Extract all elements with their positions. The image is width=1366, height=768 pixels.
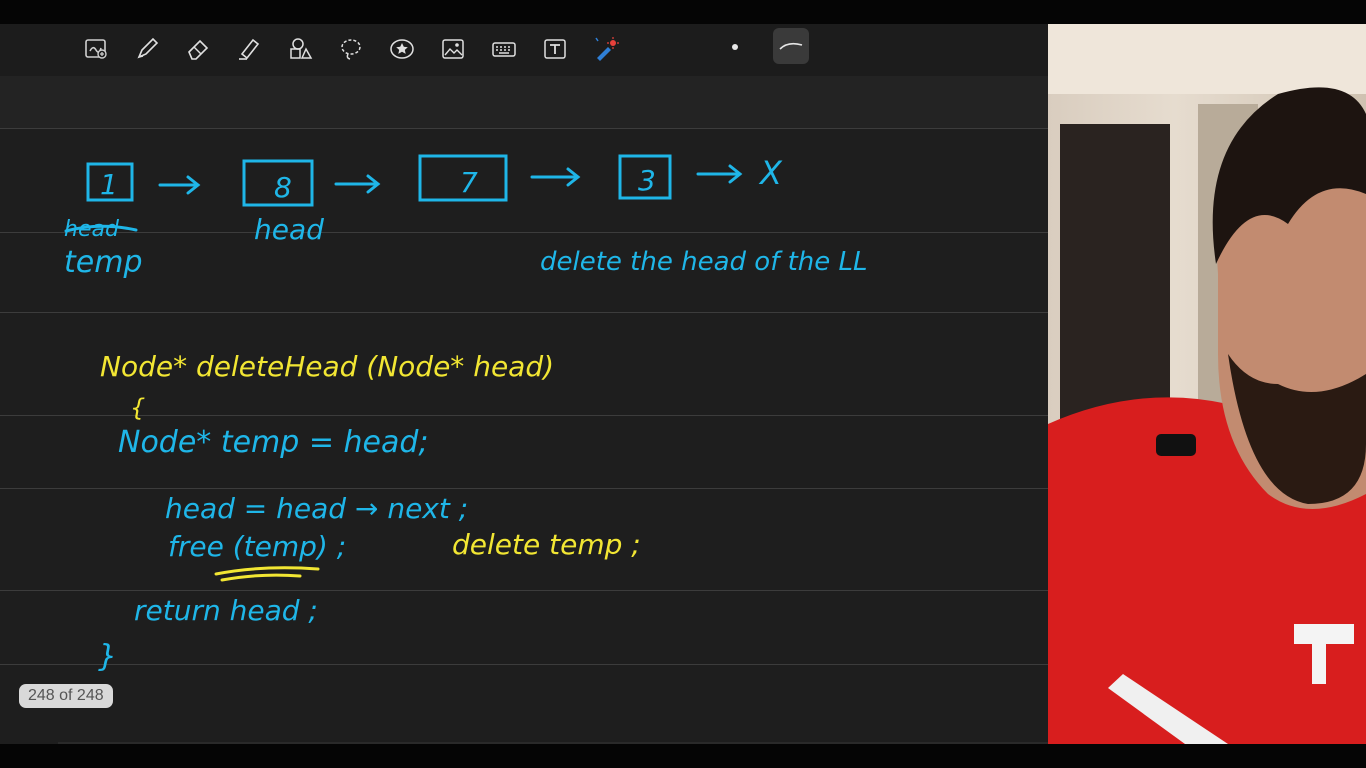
- strike-through-mark: [64, 224, 138, 233]
- handwriting-layer: 1 8 7 3 X head head temp delete the head…: [64, 154, 868, 674]
- code-return-line: return head ;: [134, 594, 318, 627]
- code-temp-line: Node* temp = head;: [118, 425, 429, 460]
- arrow-icon: [334, 174, 381, 194]
- code-delete-line: delete temp ;: [452, 528, 641, 561]
- list-node-box: [86, 162, 134, 202]
- keyboard-icon[interactable]: [488, 34, 520, 64]
- lasso-icon[interactable]: [335, 34, 367, 64]
- hair: [1212, 87, 1366, 264]
- eraser-icon[interactable]: [182, 34, 214, 64]
- node-value: 8: [274, 171, 292, 204]
- list-node-box: [618, 154, 672, 200]
- laser-pointer-icon[interactable]: [590, 34, 622, 64]
- webcam-feed: [1048, 24, 1366, 744]
- arrow-icon: [530, 167, 581, 187]
- head-label: head: [254, 213, 324, 246]
- ruled-page: [0, 128, 1048, 744]
- lapel-microphone: [1156, 434, 1196, 456]
- beard: [1228, 354, 1366, 504]
- struck-head-label: head: [64, 217, 120, 242]
- arrow-icon: [696, 164, 743, 184]
- list-node-box: [242, 159, 314, 207]
- star-sticker-icon[interactable]: [386, 34, 418, 64]
- node-value: 3: [638, 164, 656, 197]
- highlight-underline: [214, 566, 320, 582]
- page-header-band: [0, 76, 1048, 128]
- list-node-box: [418, 154, 508, 202]
- stroke-style-icon[interactable]: [773, 28, 809, 64]
- notebook-canvas[interactable]: 1 8 7 3 X head head temp delete the head…: [0, 24, 1048, 744]
- pen-icon[interactable]: [131, 34, 163, 64]
- code-free-line: free (temp) ;: [168, 530, 346, 563]
- doorway: [1060, 124, 1170, 424]
- node-value: 1: [100, 168, 118, 201]
- image-icon[interactable]: [437, 34, 469, 64]
- code-open-brace: {: [130, 394, 145, 422]
- letterbox-top: [0, 0, 1366, 24]
- caption-note: delete the head of the LL: [540, 247, 868, 277]
- letterbox-bottom: [0, 744, 1366, 768]
- highlighter-icon[interactable]: [233, 34, 265, 64]
- arrow-icon: [158, 175, 201, 195]
- drawing-toolbar: [0, 24, 1048, 76]
- null-marker: X: [758, 154, 783, 192]
- page-counter: 248 of 248: [19, 684, 113, 708]
- shirt-logo: [1294, 624, 1354, 684]
- horizontal-scrollbar[interactable]: [58, 742, 1048, 744]
- temp-label: temp: [64, 245, 143, 280]
- notebook-add-icon[interactable]: [80, 34, 112, 64]
- node-value: 7: [460, 166, 478, 199]
- shapes-icon[interactable]: [284, 34, 316, 64]
- code-move-line: head = head → next ;: [165, 492, 468, 525]
- text-box-icon[interactable]: [539, 34, 571, 64]
- code-close-brace: }: [98, 639, 117, 674]
- dot-size-icon[interactable]: [732, 44, 738, 50]
- code-signature: Node* deleteHead (Node* head): [100, 350, 554, 383]
- stylus-pencil: [1108, 674, 1228, 744]
